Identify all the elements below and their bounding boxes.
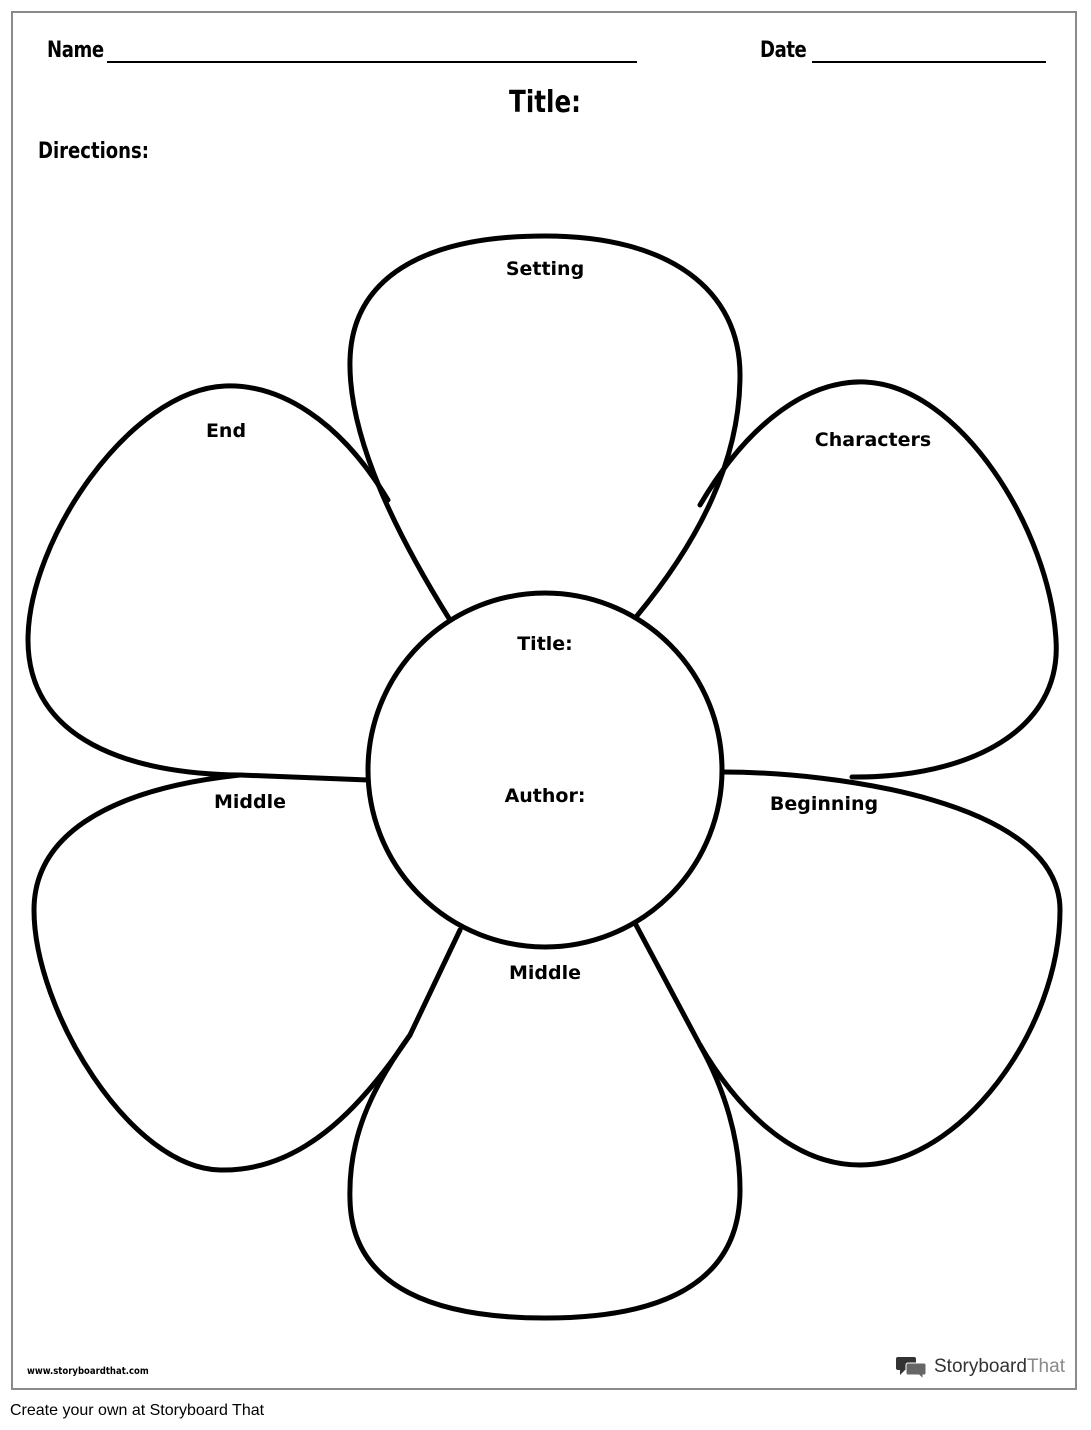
brand-name: StoryboardThat <box>934 1356 1065 1378</box>
petal-label-setting: Setting <box>506 258 584 280</box>
center-title-label: Title: <box>517 633 573 655</box>
petal-setting <box>347 233 743 623</box>
date-label: Date <box>760 38 807 63</box>
brand-logo: StoryboardThat <box>896 1354 1065 1380</box>
petal-end <box>25 383 391 783</box>
petal-beginning <box>633 769 1063 1168</box>
footer-url: www.storyboardthat.com <box>27 1366 149 1377</box>
petal-label-middle-left: Middle <box>214 791 286 813</box>
petal-label-characters: Characters <box>815 429 931 451</box>
page-title: Title: <box>509 85 581 120</box>
petal-middle-left <box>31 772 463 1173</box>
petal-label-beginning: Beginning <box>770 793 878 815</box>
brand-name-part2: That <box>1026 1356 1065 1377</box>
petal-characters <box>697 379 1059 780</box>
name-label: Name <box>47 38 104 63</box>
name-line <box>107 61 637 63</box>
credit-link[interactable]: Create your own at Storyboard That <box>10 1402 265 1419</box>
center-author-label: Author: <box>505 785 586 807</box>
center-circle <box>365 590 725 950</box>
date-line <box>812 61 1046 63</box>
petal-label-end: End <box>206 420 246 442</box>
petal-middle-bottom <box>347 1032 743 1321</box>
petal-label-middle-bottom: Middle <box>509 962 581 984</box>
speech-bubbles-icon <box>896 1357 927 1380</box>
directions-label: Directions: <box>38 139 149 164</box>
brand-name-part1: Storyboard <box>934 1356 1027 1377</box>
